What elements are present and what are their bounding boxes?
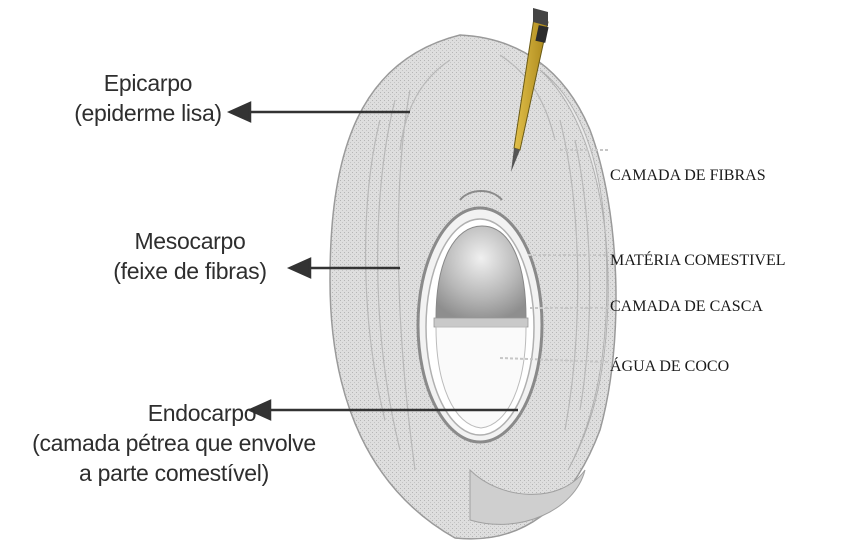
endocarpo-line2: (camada pétrea que envolve [4, 428, 344, 458]
label-camada-fibras: CAMADA DE FIBRAS [610, 167, 766, 185]
mesocarpo-subtitle: (feixe de fibras) [95, 256, 285, 286]
epicarpo-title: Epicarpo [64, 68, 232, 98]
endocarpo-line3: a parte comestível) [4, 458, 344, 488]
label-mesocarpo: Mesocarpo (feixe de fibras) [95, 226, 285, 286]
label-camada-casca: CAMADA DE CASCA [610, 298, 763, 316]
mesocarpo-title: Mesocarpo [95, 226, 285, 256]
label-materia-comestivel: MATÉRIA COMESTIVEL [610, 252, 786, 270]
endocarpo-title: Endocarpo [4, 398, 344, 428]
water-line [434, 318, 528, 327]
label-epicarpo: Epicarpo (epiderme lisa) [64, 68, 232, 128]
epicarpo-subtitle: (epiderme lisa) [64, 98, 232, 128]
label-agua-coco: ÁGUA DE COCO [610, 358, 729, 376]
label-endocarpo: Endocarpo (camada pétrea que envolve a p… [4, 398, 344, 488]
